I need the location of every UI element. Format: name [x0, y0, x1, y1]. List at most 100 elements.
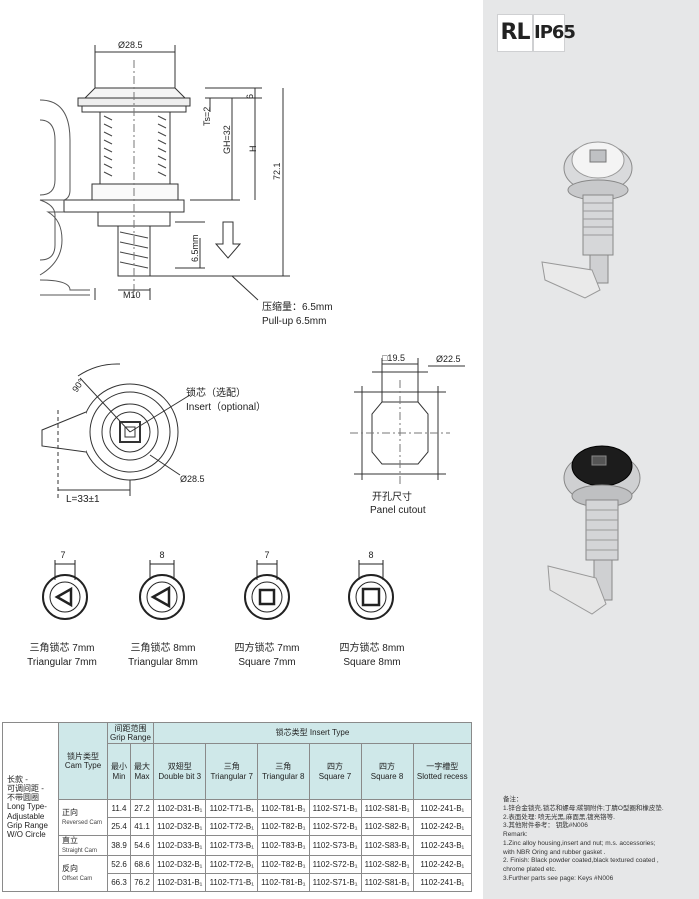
insert-cn: 锁芯（选配）: [186, 386, 246, 399]
insert-cn-1: 三角锁芯 7mm: [30, 641, 95, 654]
remark-line: 1.Zinc alloy housing,insert and nut; m.s…: [503, 839, 656, 847]
table-cell: 1102-T73-B₁: [205, 834, 258, 857]
pullup-cn: 压缩量：6.5mm: [262, 300, 333, 313]
pull-up-arrow: [214, 221, 242, 259]
table-cell: 1102-242-B₁: [412, 817, 473, 836]
insert-en-1: Triangular 7mm: [27, 657, 97, 668]
remarks-block: 备注： 1.锌合金锁壳,锁芯和螺母;碳钢附件;丁腈O型圈和橡皮垫. 2.表面处理…: [503, 796, 693, 884]
remark-line: Remark:: [503, 831, 528, 839]
remark-line: 2.表面处理: 喷无光黑,麻面黑,镀亮铬等.: [503, 813, 615, 821]
insert-size-1: 7: [60, 550, 65, 560]
front-d-label: Ø28.5: [180, 474, 205, 484]
dim-stroke: 6.5mm: [190, 234, 200, 262]
insert-en-2: Triangular 8mm: [128, 657, 198, 668]
angle-label: 90°: [70, 377, 86, 394]
table-cell: 1102-S72-B₁: [308, 855, 362, 875]
insert-triangular-7: [42, 560, 88, 620]
remark-line: 3.其他附件参考： 钥匙#N006: [503, 822, 588, 830]
remark-line: 3.Further parts see page: Keys #N006: [503, 874, 614, 882]
table-cell: 38.9: [107, 834, 131, 857]
table-cell: 27.2: [130, 799, 154, 818]
table-cell: 1102-242-B₁: [412, 855, 473, 875]
table-cell: 1102-S81-B₁: [360, 873, 414, 893]
insert-triangular-8: [139, 560, 185, 620]
sq-label: □19.5: [382, 353, 405, 363]
dim-gh: GH=32: [222, 125, 232, 154]
table-cell: 1102-D31-B₁: [152, 873, 207, 893]
insert-size-4: 8: [368, 550, 373, 560]
insert-square-7: [244, 560, 290, 620]
table-cell: 1102-243-B₁: [412, 834, 473, 857]
table-cell: 1102-S72-B₁: [308, 817, 362, 836]
length-label: L=33±1: [66, 494, 100, 505]
table-cell: 25.4: [107, 817, 131, 836]
table-cell: 1102-T71-B₁: [205, 799, 258, 818]
table-cell: 54.6: [130, 834, 154, 857]
dim-ts: Ts=2: [202, 107, 212, 126]
table-cell: 1102-S73-B₁: [308, 834, 362, 857]
table-cell: 1102-S82-B₁: [360, 855, 414, 875]
table-cell: 1102-S71-B₁: [308, 799, 362, 818]
table-cell: 1102-241-B₁: [412, 799, 473, 818]
sidebar-panel: [483, 0, 699, 899]
table-cell: 66.3: [107, 873, 131, 893]
remark-line: chrome plated etc.: [503, 866, 557, 874]
rl-badge: RL: [497, 14, 533, 52]
dim-m10: M10: [123, 290, 141, 300]
insert-cn-2: 三角锁芯 8mm: [131, 641, 196, 654]
table-cell: 1102-241-B₁: [412, 873, 473, 893]
cutout-en: Panel cutout: [370, 505, 426, 516]
cutout-cn: 开孔尺寸: [372, 490, 412, 503]
table-cell: 68.6: [130, 855, 154, 875]
insert-cn-4: 四方锁芯 8mm: [340, 641, 405, 654]
pullup-en: Pull-up 6.5mm: [262, 316, 326, 327]
table-cell: 1102-T81-B₁: [257, 799, 310, 818]
lock-nut: [91, 183, 179, 201]
insert-en: Insert（optional）: [186, 401, 266, 413]
table-cell: 1102-T71-B₁: [205, 873, 258, 893]
table-cell: 1102-S71-B₁: [308, 873, 362, 893]
table-cell: 76.2: [130, 873, 154, 893]
insert-en-3: Square 7mm: [238, 657, 295, 668]
table-cell: 1102-D32-B₁: [152, 817, 207, 836]
table-cell: 1102-D32-B₁: [152, 855, 207, 875]
remark-line: with NBR Oring and rubber gasket .: [503, 848, 606, 856]
ip65-badge: IP65: [533, 14, 576, 52]
table-cell: 1102-D33-B₁: [152, 834, 207, 857]
table-cell: 1102-T82-B₁: [257, 817, 310, 836]
insert-size-3: 7: [264, 550, 269, 560]
insert-en-4: Square 8mm: [343, 657, 400, 668]
thread-lines: [103, 115, 167, 177]
front-view-insert: [119, 421, 141, 443]
table-cell: 11.4: [107, 799, 131, 818]
table-cell: 1102-S83-B₁: [360, 834, 414, 857]
table-cell: 1102-T72-B₁: [205, 817, 258, 836]
insert-square-8: [348, 560, 394, 620]
dim-72: 72.1: [272, 162, 282, 180]
table-cell: 1102-T81-B₁: [257, 873, 310, 893]
cam-arm: [39, 99, 71, 276]
insert-cn-3: 四方锁芯 7mm: [235, 641, 300, 654]
insert-type-header: 锁芯类型 Insert Type: [153, 722, 472, 744]
dim-6: 6: [245, 94, 255, 99]
dim-d285: Ø28.5: [118, 40, 143, 50]
remark-line: 2. Finish: Black powder coated,black tex…: [503, 857, 659, 865]
table-cell: 1102-S82-B₁: [360, 817, 414, 836]
table-cell: 1102-S81-B₁: [360, 799, 414, 818]
